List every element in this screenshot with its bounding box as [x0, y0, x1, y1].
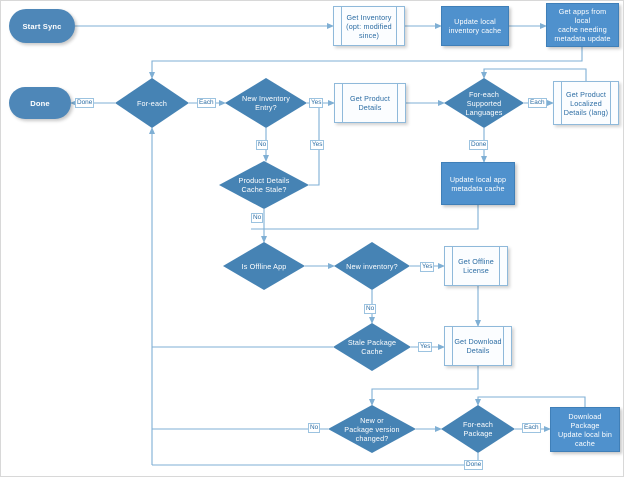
edge-foreachpkg-done-to-leftrail — [152, 453, 479, 466]
node-product-details-cache-stale[interactable]: Product Details Cache Stale? — [219, 161, 309, 209]
diamond-shape — [223, 242, 305, 290]
node-update-local-inventory-cache[interactable]: Update local inventory cache — [441, 6, 509, 46]
edge-label-no-cache-stale: No — [251, 213, 264, 223]
edge-label-done-language: Done — [469, 140, 489, 150]
edge-label-done-foreach: Done — [75, 98, 95, 108]
edge-label-each-package: Each — [522, 423, 541, 433]
node-get-product-localized-details[interactable]: Get Product Localized Details (lang) — [553, 81, 619, 125]
node-new-or-package-version-changed[interactable]: New or Package version changed? — [328, 405, 416, 453]
edge-label-yes-new-entry: Yes — [309, 98, 324, 108]
diamond-shape — [441, 405, 515, 453]
node-label: Update local app metadata cache — [449, 174, 507, 193]
node-get-product-details[interactable]: Get Product Details — [334, 83, 406, 123]
node-label: Update local inventory cache — [448, 17, 502, 35]
node-done[interactable]: Done — [9, 87, 71, 119]
edge-label-each-language: Each — [528, 98, 547, 108]
edge-label-each-foreach: Each — [197, 98, 216, 108]
node-get-download-details[interactable]: Get Download Details — [444, 326, 512, 366]
edge-cachestale-yes-to-getproduct — [309, 103, 320, 186]
node-label: Get Offline License — [458, 257, 494, 275]
node-new-inventory[interactable]: New inventory? — [334, 242, 410, 290]
node-label: Get Product Localized Details (lang) — [563, 89, 609, 117]
diamond-shape — [115, 78, 189, 128]
node-get-offline-license[interactable]: Get Offline License — [444, 246, 508, 286]
node-label: Done — [30, 98, 50, 108]
diamond-shape — [219, 161, 309, 209]
edge-updatemeta-to-offlinepath — [251, 205, 479, 230]
diamond-shape — [225, 78, 307, 128]
diamond-shape — [444, 78, 524, 128]
diamond-shape — [334, 242, 410, 290]
node-get-apps-from-local-cache[interactable]: Get apps from local cache needing metada… — [546, 3, 619, 47]
node-for-each-package[interactable]: For-each Package — [441, 405, 515, 453]
edge-label-no-new-inventory: No — [364, 304, 377, 314]
edge-getapps-to-foreach — [149, 47, 583, 79]
node-stale-package-cache[interactable]: Stale Package Cache — [333, 323, 411, 371]
edge-label-no-new-entry: No — [256, 140, 269, 150]
node-for-each[interactable]: For-each — [115, 78, 189, 128]
edge-label-done-package: Done — [464, 460, 484, 470]
node-label: Get Inventory (opt: modified since) — [346, 12, 392, 40]
diamond-shape — [333, 323, 411, 371]
node-label: Get Download Details — [454, 337, 502, 355]
node-download-package-update-local-bin-cache[interactable]: Download Package Update local bin cache — [550, 407, 620, 452]
edge-label-yes-cache-stale: Yes — [310, 140, 325, 150]
node-update-local-app-metadata-cache[interactable]: Update local app metadata cache — [441, 162, 515, 205]
diamond-shape — [328, 405, 416, 453]
node-new-inventory-entry[interactable]: New Inventory Entry? — [225, 78, 307, 128]
node-start-sync[interactable]: Start Sync — [9, 9, 75, 43]
edge-label-yes-stale-package: Yes — [418, 342, 433, 352]
edge-downloaddetails-to-neworchanged — [369, 366, 479, 406]
node-get-inventory[interactable]: Get Inventory (opt: modified since) — [333, 6, 405, 46]
edge-localized-loopback — [481, 68, 587, 81]
node-label: Get Product Details — [349, 94, 390, 112]
node-label: Get apps from local cache needing metada… — [554, 7, 611, 43]
node-for-each-supported-languages[interactable]: For-each Supported Languages — [444, 78, 524, 128]
edge-label-no-new-or-changed: No — [308, 423, 321, 433]
edge-downloadpkg-loopback — [475, 396, 586, 407]
edge-label-yes-new-inventory: Yes — [420, 262, 435, 272]
node-label: Download Package Update local bin cache — [558, 411, 612, 448]
node-label: Start Sync — [22, 21, 62, 31]
node-is-offline-app[interactable]: Is Offline App — [223, 242, 305, 290]
